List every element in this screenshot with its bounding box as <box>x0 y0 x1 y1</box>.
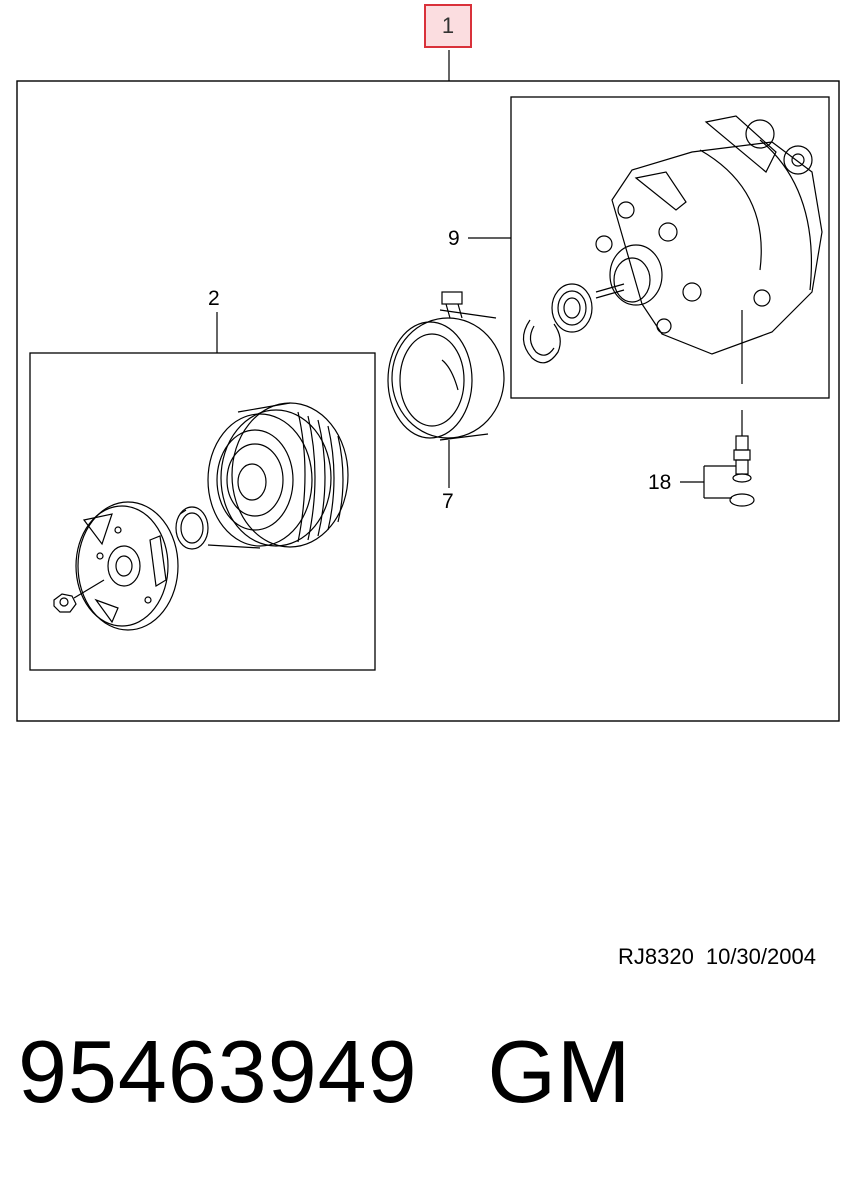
valve-drawing <box>729 410 755 507</box>
assembly-frame <box>16 80 840 722</box>
snap-ring-drawing <box>175 506 209 550</box>
field-coil-drawing <box>387 291 505 441</box>
callout-compressor: 9 <box>448 227 460 250</box>
compressor-drawing <box>522 115 823 364</box>
callout-coil: 7 <box>442 490 454 513</box>
reference-date: 10/30/2004 <box>705 944 816 969</box>
reference-code: RJ8320 <box>618 944 694 969</box>
callout-valve: 18 <box>648 471 672 494</box>
callout-assembly-badge: 1 <box>424 4 472 48</box>
pulley-drawing <box>207 402 349 549</box>
parts-diagram <box>16 50 840 722</box>
clutch-plate-drawing <box>75 501 179 631</box>
nut-drawing <box>53 579 105 613</box>
clutch-group-frame <box>29 352 376 671</box>
compressor-frame <box>510 96 830 399</box>
part-brand: GM <box>487 1022 632 1121</box>
drawing-reference: RJ8320 10/30/2004 <box>618 944 816 970</box>
part-number: 95463949 <box>18 1022 418 1121</box>
leader-line-18 <box>680 465 736 499</box>
callout-clutch-group: 2 <box>208 287 220 310</box>
